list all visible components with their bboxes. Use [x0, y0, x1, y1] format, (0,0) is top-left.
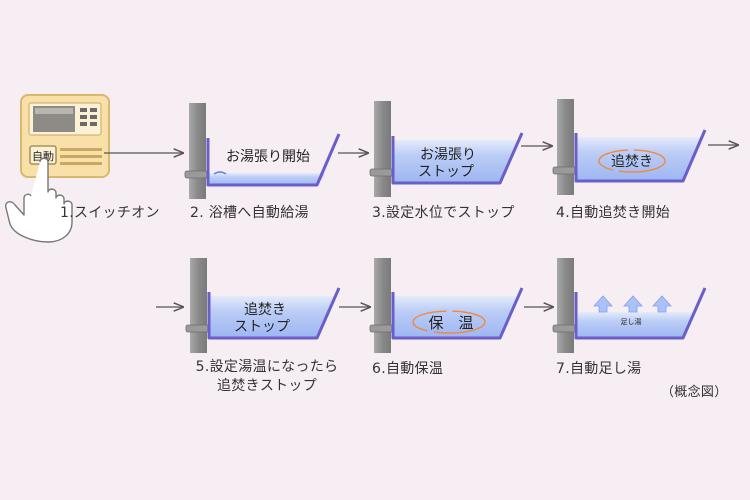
up-arrow-icon [593, 295, 613, 313]
tub-step-5: 追焚き ストップ [185, 258, 341, 353]
wall [189, 103, 206, 199]
wall [190, 258, 207, 353]
remote-controller [20, 94, 110, 178]
tub-label: お湯張り開始 [226, 148, 310, 165]
tub-label-line-2: ストップ [234, 319, 290, 335]
water [208, 173, 326, 185]
auto-button: 自動 [29, 145, 57, 165]
water [209, 296, 335, 338]
water [393, 296, 518, 338]
tub-step-4: 追焚き [552, 99, 707, 195]
tub-step-2: お湯張り開始 [184, 103, 341, 199]
tub-label: 保 温 [428, 314, 473, 332]
heat-ring [412, 310, 486, 334]
tub-step-3: お湯張り ストップ [369, 101, 524, 197]
up-arrow-icon [652, 295, 672, 313]
tub-label-line-2: ストップ [418, 164, 474, 180]
tub-outline [391, 132, 524, 185]
wall [374, 101, 391, 197]
tub-label-line-1: 追焚き [244, 302, 286, 318]
step-1-caption: 1.スイッチオン [60, 205, 160, 221]
auto-button-label: 自動 [32, 149, 54, 163]
step-7-caption: 7.自動足し湯 [556, 361, 642, 377]
tub-outline [207, 287, 341, 340]
step-2-caption: 2. 浴槽へ自動給湯 [190, 205, 309, 221]
step-6-caption: 6.自動保温 [372, 361, 444, 377]
tub-outline [206, 133, 341, 187]
water [576, 312, 695, 338]
step-5-caption: 5.設定湯温になったら 追焚きストップ [187, 358, 347, 396]
tub-label: 足し湯 [621, 317, 642, 326]
heat-ring [598, 149, 666, 173]
step-5-caption-line-2: 追焚きストップ [216, 378, 318, 394]
up-arrow-icon [623, 295, 643, 313]
step-4-caption: 4.自動追焚き開始 [556, 205, 671, 221]
tub-outline [574, 287, 707, 340]
tub-outline [574, 129, 707, 183]
wall [374, 258, 391, 353]
water [576, 137, 701, 181]
tub-step-6: 保 温 [369, 258, 524, 353]
concept-note: （概念図） [661, 385, 728, 400]
tub-label: 追焚き [611, 154, 653, 170]
wall [557, 258, 574, 353]
tub-outline [391, 287, 524, 340]
wall [557, 99, 574, 195]
water [393, 140, 518, 183]
tub-label-line-1: お湯張り [420, 146, 476, 163]
step-3-caption: 3.設定水位でストップ [372, 205, 515, 221]
hand-icon [4, 157, 73, 243]
tub-step-7: 足し湯 [552, 258, 707, 353]
step-5-caption-line-1: 5.設定湯温になったら [195, 359, 339, 375]
